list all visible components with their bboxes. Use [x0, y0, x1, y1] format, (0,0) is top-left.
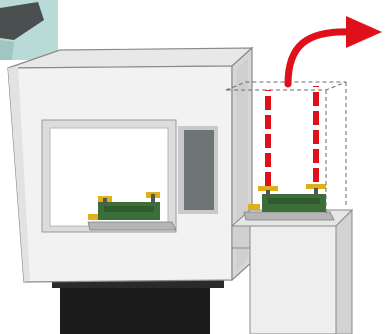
panel-screen: [184, 130, 214, 210]
setup-station: [232, 210, 352, 334]
station-bolt-left: [266, 190, 270, 198]
arrow-head: [346, 16, 382, 48]
fixture-handle: [88, 214, 98, 220]
station-fixture-plate: [244, 212, 334, 220]
fixture-bolt-right: [151, 194, 155, 204]
control-panel: [178, 126, 218, 214]
station-fixture-slot: [268, 198, 320, 204]
fixture-slot: [104, 206, 154, 212]
station-handle: [248, 204, 260, 210]
station-bolt-right: [314, 188, 318, 196]
base-block: [60, 286, 210, 334]
arrow-shaft: [288, 32, 352, 84]
station-side: [336, 210, 352, 334]
station-side-block: [232, 226, 252, 248]
fixture-on-station: [244, 184, 334, 220]
inset-shadow: [0, 40, 14, 60]
corner-photo-inset: [0, 0, 58, 60]
machine-base: [52, 278, 224, 334]
station-front: [250, 226, 336, 334]
fixture-plate: [88, 222, 176, 230]
transfer-arrow: [288, 16, 382, 84]
fixture-bolt-left: [103, 198, 107, 206]
